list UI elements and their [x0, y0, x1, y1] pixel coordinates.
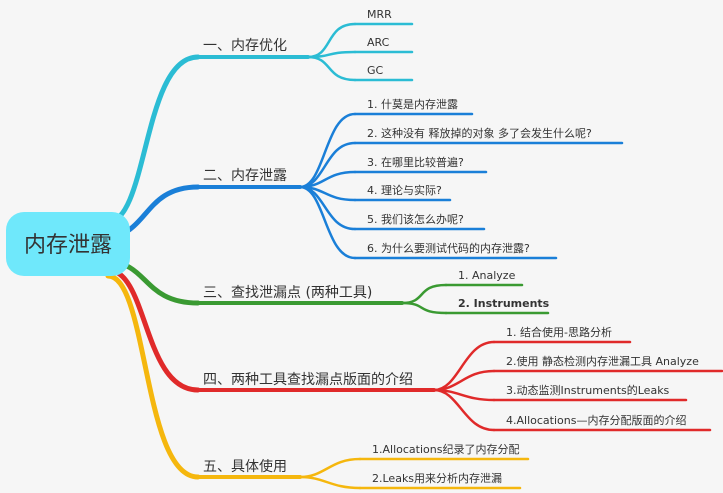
child-label[interactable]: 1. 什莫是内存泄露 — [367, 97, 458, 111]
child-connector — [298, 185, 357, 260]
child-label[interactable]: 2.Leaks用来分析内存泄漏 — [372, 471, 502, 485]
branch-connector — [105, 267, 201, 393]
child-connector — [432, 388, 496, 432]
child-label[interactable]: 4. 理论与实际? — [367, 183, 442, 197]
branch-label[interactable]: 五、具体使用 — [203, 458, 287, 475]
child-label[interactable]: 3.动态监测Instruments的Leaks — [506, 383, 670, 397]
child-label[interactable]: 1.Allocations纪录了内存分配 — [372, 442, 519, 456]
child-label[interactable]: GC — [367, 64, 384, 77]
branch-label[interactable]: 一、内存优化 — [203, 38, 287, 54]
child-label[interactable]: 2. 这种没有 释放掉的对象 多了会发生什么呢? — [367, 126, 592, 140]
child-connector — [432, 340, 496, 392]
child-label[interactable]: 6. 为什么要测试代码的内存泄露? — [367, 241, 530, 255]
child-label[interactable]: 2. Instruments — [458, 297, 550, 310]
branch-label[interactable]: 四、两种工具查找漏点版面的介绍 — [203, 372, 413, 388]
branch-connector — [105, 54, 201, 225]
root-node[interactable] — [6, 212, 130, 276]
child-label[interactable]: 2.使用 静态检测内存泄漏工具 Analyze — [506, 354, 699, 368]
child-label[interactable]: 1. Analyze — [458, 269, 516, 282]
child-connector — [298, 457, 362, 479]
child-connector — [306, 50, 357, 59]
child-label[interactable]: 1. 结合使用-思路分析 — [506, 325, 612, 339]
child-label[interactable]: 5. 我们该怎么办呢? — [367, 212, 464, 226]
child-connector — [298, 475, 362, 490]
root-label: 内存泄露 — [24, 233, 112, 258]
branch-label[interactable]: 三、查找泄漏点 (两种工具) — [203, 285, 372, 301]
child-label[interactable]: 3. 在哪里比较普遍? — [367, 155, 464, 169]
branch-connector — [105, 273, 201, 480]
child-label[interactable]: 4.Allocations—内存分配版面的介绍 — [506, 413, 686, 427]
child-connector — [298, 141, 357, 189]
branch-label[interactable]: 二、内存泄露 — [203, 168, 287, 184]
child-label[interactable]: ARC — [367, 36, 390, 49]
child-connector — [298, 112, 357, 189]
child-connector — [400, 301, 448, 315]
child-label[interactable]: MRR — [367, 8, 392, 21]
child-connector — [306, 55, 357, 82]
child-connector — [400, 283, 448, 305]
